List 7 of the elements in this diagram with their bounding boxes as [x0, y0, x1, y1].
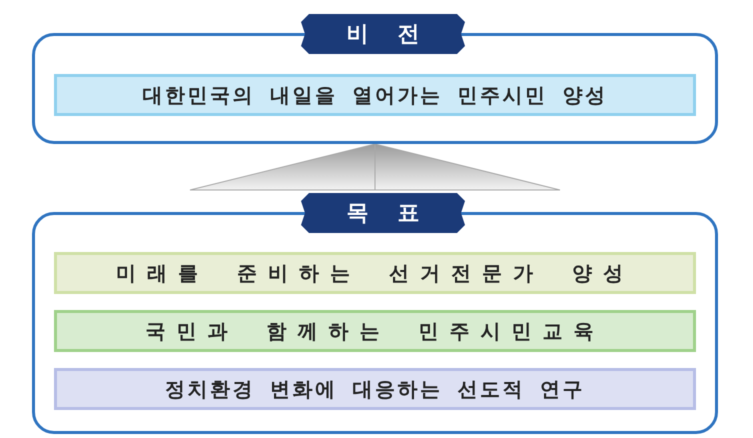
goal-bar: 국민과 함께하는 민주시민교육: [54, 310, 696, 352]
goal-bar: 정치환경 변화에 대응하는 선도적 연구: [54, 368, 696, 410]
goal-bar: 미래를 준비하는 선거전문가 양성: [54, 252, 696, 294]
vision-bar: 대한민국의 내일을 열어가는 민주시민 양성: [54, 74, 696, 116]
heading-tab: 비전: [301, 14, 465, 54]
connector-wedge: [190, 143, 560, 190]
heading-tab: 목표: [301, 193, 465, 233]
